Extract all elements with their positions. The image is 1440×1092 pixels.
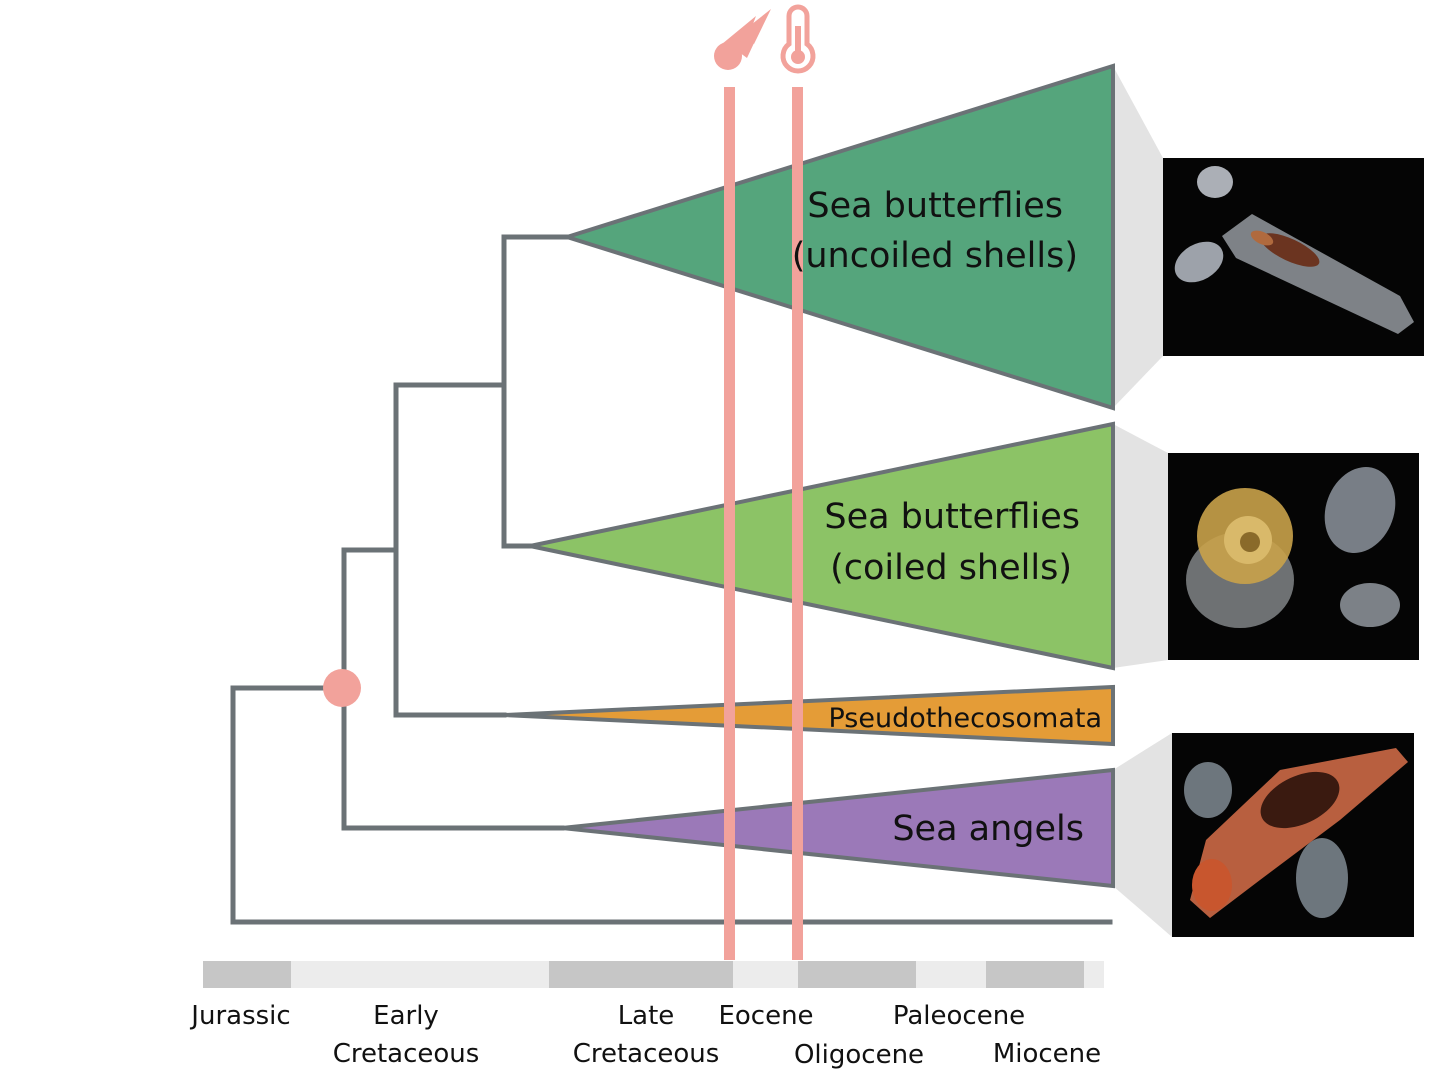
clade-label-angels: Sea angels	[892, 809, 1084, 849]
period-label-oligocene: Oligocene	[794, 1040, 924, 1070]
clade-triangle-angels	[561, 767, 1115, 889]
period-label-late: Late	[618, 1001, 675, 1031]
event-line-warming	[792, 87, 803, 960]
clade-label-uncoiled-line2: (uncoiled shells)	[792, 236, 1078, 276]
clade-triangle-coiled	[529, 421, 1115, 671]
clade-label-coiled-line1: Sea butterflies	[824, 497, 1080, 537]
timeline-segment-late-cretaceous	[549, 961, 733, 988]
period-label-late-cretaceous: Cretaceous	[573, 1039, 720, 1069]
period-label-early: Early	[373, 1001, 439, 1031]
clade-label-pseudo: Pseudothecosomata	[829, 703, 1103, 734]
photo-connectors	[1113, 66, 1172, 937]
event-lines	[724, 87, 803, 960]
photo-sea-angel	[1172, 733, 1414, 937]
timeline-segment-eocene	[733, 961, 798, 988]
clade-labels: Sea butterflies (uncoiled shells) Sea bu…	[792, 186, 1102, 849]
timeline-segment-jurassic	[203, 961, 291, 988]
period-label-miocene: Miocene	[993, 1039, 1101, 1069]
photo-sea-butterfly-coiled	[1168, 453, 1419, 660]
branch-euthecosomata	[501, 234, 570, 549]
branch-root	[230, 685, 1113, 925]
photo-connector-coiled	[1113, 424, 1168, 668]
event-line-extinction	[724, 87, 735, 960]
photo-connector-uncoiled	[1113, 66, 1163, 408]
timeline-segment-oligocene	[798, 961, 916, 988]
timeline-segment-early-cretaceous	[291, 961, 549, 988]
period-label-paleocene: Paleocene	[893, 1001, 1025, 1031]
meteor-icon	[714, 9, 771, 70]
thermometer-icon	[780, 4, 816, 74]
clade-label-uncoiled-line1: Sea butterflies	[807, 186, 1063, 226]
period-label-jurassic: Jurassic	[189, 1001, 290, 1031]
period-label-eocene: Eocene	[718, 1001, 813, 1031]
period-label-early-cretaceous: Cretaceous	[333, 1039, 480, 1069]
timeline-segment-recent	[1084, 961, 1104, 988]
timeline-bar	[203, 961, 1104, 988]
clade-triangles	[503, 63, 1115, 889]
period-labels: Jurassic Early Cretaceous Late Cretaceou…	[189, 1001, 1101, 1070]
branch-thecosomata	[393, 382, 507, 718]
node-marker	[323, 669, 361, 707]
branch-pteropoda	[341, 547, 565, 831]
clade-triangle-pseudo	[503, 684, 1115, 747]
timeline-segment-miocene	[986, 961, 1084, 988]
photo-sea-butterfly-uncoiled	[1163, 158, 1424, 356]
clade-label-coiled-line2: (coiled shells)	[830, 548, 1072, 588]
timeline-segment-paleocene	[916, 961, 986, 988]
clade-triangle-uncoiled	[560, 63, 1115, 411]
photo-connector-angels	[1113, 733, 1172, 937]
